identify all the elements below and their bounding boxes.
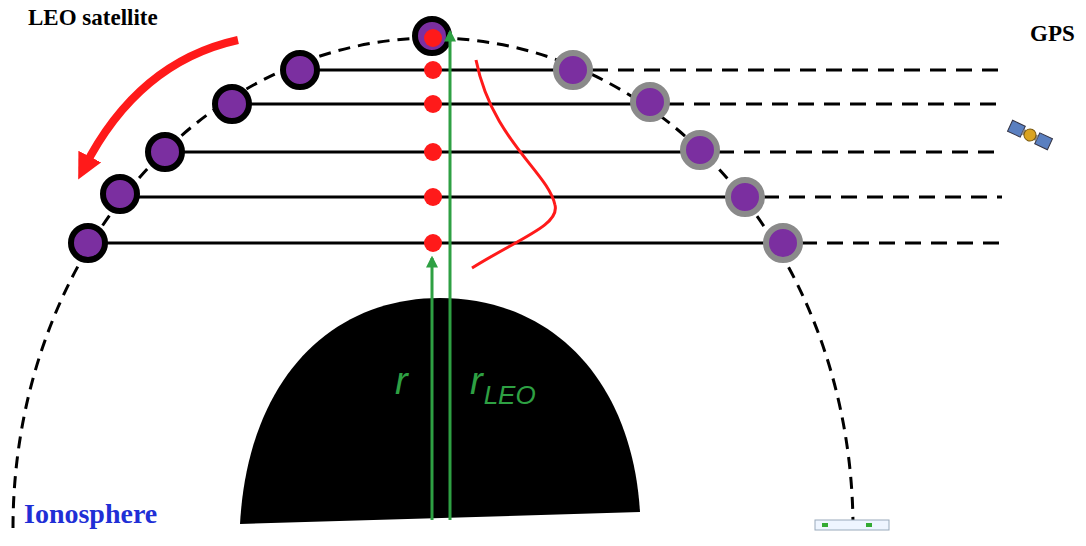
- ray-paths: [88, 70, 783, 243]
- radius-subscript: LEO: [484, 382, 536, 408]
- scale-bar: [815, 520, 889, 530]
- radius-arrow: [431, 258, 434, 520]
- motion-arrow: [84, 40, 238, 168]
- satellite-label: LEO satellite: [28, 6, 158, 29]
- region-label: Ionosphere: [24, 500, 157, 528]
- gps-rays: [592, 70, 1002, 243]
- gps-label: GPS: [1030, 22, 1075, 45]
- tangent-points: [424, 29, 442, 252]
- radius-symbol: r: [395, 362, 408, 400]
- orbit-arc: [13, 38, 853, 528]
- radius-symbol: r: [470, 362, 483, 400]
- radius-arrow: [449, 32, 452, 520]
- gps-positions: [556, 53, 800, 260]
- gps-satellite-icon: [1008, 120, 1053, 149]
- leo-positions: [71, 19, 449, 260]
- density-profile: [472, 60, 555, 268]
- earth: [240, 298, 640, 524]
